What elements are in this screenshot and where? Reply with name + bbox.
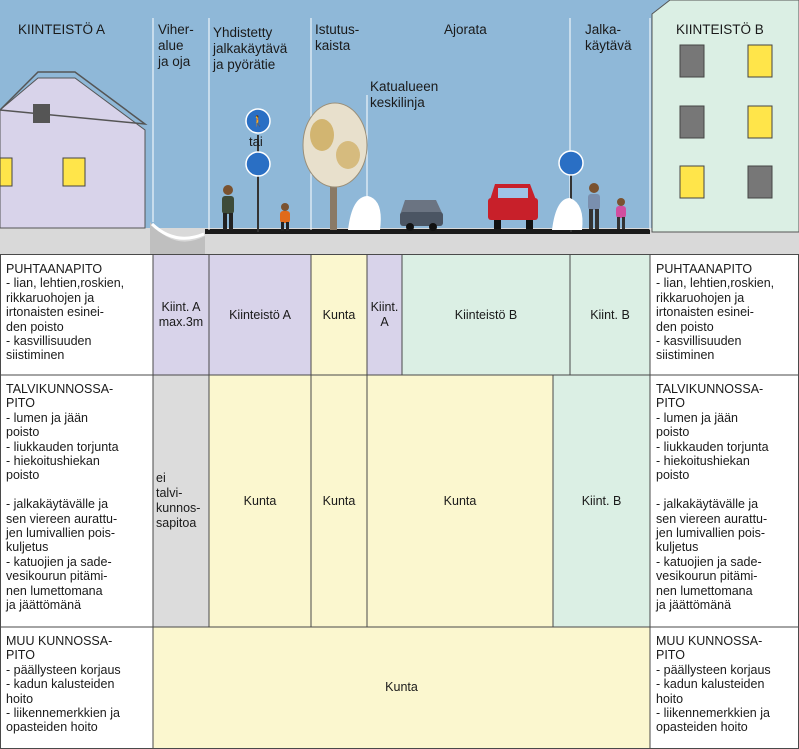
puhtaanapito-cell-jalkakaytava: Kiinteistö A xyxy=(229,307,291,322)
talvi-cell-viheralue: ei talvi- kunnos- sapitoa xyxy=(156,471,201,530)
child-icon xyxy=(616,198,626,229)
house-a-icon xyxy=(0,71,148,229)
ajorata-label: Ajorata xyxy=(444,22,487,37)
talvi-cell-istutuskaista: Kunta xyxy=(322,493,356,508)
talvi-cell-ajorata: Kunta xyxy=(443,493,477,508)
keskilinja-label: Katualueen keskilinja xyxy=(370,79,439,110)
puhtaanapito-cell-istutuskaista: Kunta xyxy=(322,307,356,322)
muu-cell-kunta: Kunta xyxy=(385,680,418,694)
puhtaanapito-right-text: PUHTAANAPITO - lian, lehtien,roskien, ri… xyxy=(656,262,775,363)
car-icon xyxy=(400,200,443,231)
puhtaanapito-cell-jalkakaytava-b: Kiint. B xyxy=(590,307,630,322)
apartment-building-b-icon xyxy=(651,0,799,233)
cell-bg xyxy=(153,255,209,375)
puhtaanapito-cell-ajorata-a: Kiint. A xyxy=(370,300,399,329)
muu-kunnossapito-left-text: MUU KUNNOSSA- PITO - päällysteen korjaus… xyxy=(6,634,121,735)
pedestrian-cycle-sign-icon: 🚶 xyxy=(245,108,271,232)
pedestrian-sign-icon xyxy=(558,150,584,232)
puhtaanapito-left-text: PUHTAANAPITO - lian, lehtien,roskien, ri… xyxy=(6,262,125,363)
pedestrian-icon xyxy=(588,183,600,229)
snow-pile-icon xyxy=(348,196,381,230)
puhtaanapito-cell-viheralue: Kiint. A max.3m xyxy=(158,300,204,329)
muu-kunnossapito-right-text: MUU KUNNOSSA- PITO - päällysteen korjaus… xyxy=(656,634,771,735)
table-grid xyxy=(0,254,799,749)
snow-pile-icon xyxy=(552,198,583,230)
puhtaanapito-cell-ajorata-b: Kiinteistö B xyxy=(454,307,518,322)
pedestrian-icon xyxy=(222,185,234,230)
kiinteisto-a-label: KIINTEISTÖ A xyxy=(18,22,106,37)
viheralue-label: Viher- alue ja oja xyxy=(158,22,194,69)
ditch xyxy=(150,222,205,254)
jalkakaytava-label: Jalka- käytävä xyxy=(585,22,632,53)
istutuskaista-label: Istutus- kaista xyxy=(315,22,360,53)
tree-icon xyxy=(302,102,368,230)
jalkakaytava-pyoratie-label: Yhdistetty jalkakäytävä ja pyörätie xyxy=(213,25,288,72)
child-icon xyxy=(280,203,290,231)
talvi-cell-jalkakaytava-b: Kiint. B xyxy=(581,493,622,508)
car-icon xyxy=(488,184,538,229)
talvikunnossapito-left-text: TALVIKUNNOSSA- PITO - lumen ja jään pois… xyxy=(6,382,119,613)
tai-label: tai xyxy=(249,134,263,149)
kiinteisto-b-label: KIINTEISTÖ B xyxy=(676,22,764,37)
talvi-cell-jalkakaytava: Kunta xyxy=(243,493,277,508)
svg-text:🚶: 🚶 xyxy=(251,115,265,128)
road-surface xyxy=(205,229,650,234)
talvikunnossapito-right-text: TALVIKUNNOSSA- PITO - lumen ja jään pois… xyxy=(656,382,769,613)
